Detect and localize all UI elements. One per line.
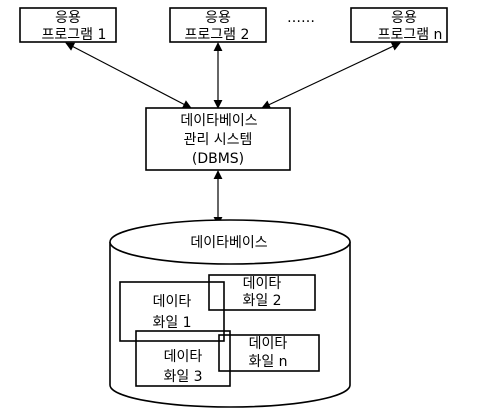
arrow-appn-dbms [261,42,401,109]
data-file-3: 데이타 화일 3 [135,330,231,387]
database-label: 데이타베이스 [190,235,267,251]
ellipsis: …… [287,10,315,26]
data-file-3-line1: 데이타 [164,349,203,365]
data-file-2-line1: 데이타 [243,276,282,292]
data-file-3-box [135,330,231,387]
data-file-n-line2: 화일 n [248,354,287,370]
app-program-n-box [350,7,448,43]
database-cylinder-top [109,219,351,265]
data-file-1: 데이타 화일 1 [119,281,225,342]
app-program-2-box [169,7,267,43]
data-file-2: 데이타 화일 2 [208,274,316,311]
app-program-1-box [19,7,117,43]
data-file-1-line1: 데이타 [153,294,192,310]
dbms-line2: 관리 시스템 [184,132,253,148]
app-program-1-line1: 응용 [55,10,81,26]
arrow-app1-dbms [65,42,192,109]
app-program-1-line2: 프로그램 1 [42,27,107,43]
data-file-2-line2: 화일 2 [242,293,281,309]
data-file-1-box [119,281,225,342]
app-program-2: 응용 프로그램 2 [169,7,267,43]
app-program-n-line1: 응용 [391,10,417,26]
data-file-n: 데이타 화일 n [218,334,320,372]
database-cylinder [109,219,351,408]
app-program-2-line2: 프로그램 2 [185,27,250,43]
app-program-2-line1: 응용 [205,10,231,26]
data-file-1-line2: 화일 1 [152,315,191,331]
dbms-rect [145,107,291,171]
data-file-3-line2: 화일 3 [163,369,202,385]
data-file-2-box [208,274,316,311]
data-file-n-box [218,334,320,372]
dbms-line1: 데이타베이스 [180,113,257,129]
app-program-n: 응용 프로그램 n [350,7,448,43]
dbms-line3: (DBMS) [192,151,244,167]
app-program-n-line2: 프로그램 n [378,27,443,43]
dbms-box: 데이타베이스 관리 시스템 (DBMS) [145,107,291,171]
app-program-1: 응용 프로그램 1 [19,7,117,43]
database-cylinder-body [109,242,351,408]
data-file-n-line1: 데이타 [249,336,288,352]
